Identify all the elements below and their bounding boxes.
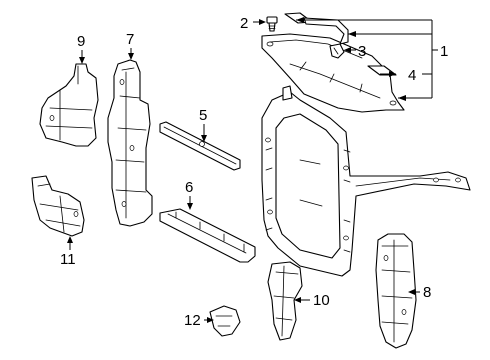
lower-seal-tray-part — [159, 208, 256, 263]
small-bracket-part — [209, 305, 241, 337]
leader-arrowheads — [67, 17, 415, 323]
bolt-part — [266, 16, 278, 32]
callout-9: 9 — [77, 33, 85, 50]
callout-2: 2 — [240, 15, 248, 32]
callout-8: 8 — [423, 284, 431, 301]
callout-numbers: 1 2 3 4 5 6 7 8 9 10 11 12 — [60, 15, 448, 329]
callout-1: 1 — [440, 43, 448, 60]
callout-10: 10 — [313, 292, 330, 309]
left-lower-duct-part — [31, 175, 85, 237]
callout-11: 11 — [60, 251, 76, 268]
lower-right-deflector-part — [267, 261, 303, 341]
callout-6: 6 — [185, 179, 193, 196]
callout-7: 7 — [126, 31, 134, 48]
left-upper-deflector-part — [39, 63, 99, 147]
clip-part — [329, 43, 345, 59]
right-air-guide-part — [375, 233, 417, 349]
radiator-support-frame — [261, 85, 471, 277]
callout-4: 4 — [408, 67, 416, 84]
left-air-guide-part — [107, 59, 153, 227]
upper-seal-bar-part — [159, 121, 241, 171]
callout-12: 12 — [184, 312, 201, 329]
callout-3: 3 — [358, 43, 366, 60]
callout-5: 5 — [199, 107, 207, 124]
